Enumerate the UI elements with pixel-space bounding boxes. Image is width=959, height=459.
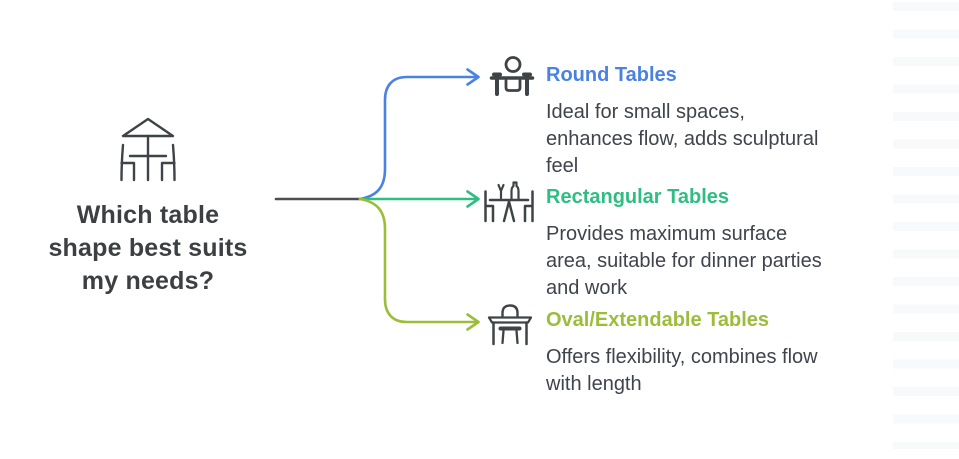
description-line: Provides maximum surface xyxy=(546,223,788,245)
root-question-title: Which table shape best suits my needs? xyxy=(30,199,266,298)
branch-line-round xyxy=(358,75,479,201)
description-line: area, suitable for dinner parties xyxy=(546,250,822,272)
branch-line-oval xyxy=(358,197,479,324)
branch-description-oval-extendable-tables: Offers flexibility, combines flow with l… xyxy=(546,344,818,398)
arrowhead-round xyxy=(466,68,480,86)
description-line: enhances flow, adds sculptural xyxy=(546,128,819,150)
root-title-line: my needs? xyxy=(81,267,215,295)
branch-label-round-tables: Round Tables xyxy=(546,64,677,86)
branch-label-rectangular-tables: Rectangular Tables xyxy=(546,186,730,208)
desk-with-chair-icon xyxy=(487,302,533,351)
branch-label-oval-extendable-tables: Oval/Extendable Tables xyxy=(546,309,770,331)
branch-description-rectangular-tables: Provides maximum surface area, suitable … xyxy=(546,221,822,302)
root-title-line: Which table xyxy=(76,201,220,229)
arrowhead-rectangular xyxy=(466,190,480,208)
person-at-round-table-icon xyxy=(489,56,535,103)
description-line: with length xyxy=(546,373,642,395)
description-line: Ideal for small spaces, xyxy=(546,101,745,123)
description-line: feel xyxy=(546,155,579,177)
dining-table-wine-icon xyxy=(484,181,534,230)
description-line: and work xyxy=(546,277,628,299)
branch-description-round-tables: Ideal for small spaces, enhances flow, a… xyxy=(546,99,818,180)
background-ghost-rows xyxy=(893,2,959,449)
root-title-line: shape best suits xyxy=(48,234,248,262)
root-question-node: Which table shape best suits my needs? xyxy=(30,112,266,298)
arrowhead-oval xyxy=(466,313,480,331)
patio-table-umbrella-icon xyxy=(30,112,266,182)
description-line: Offers flexibility, combines flow xyxy=(546,346,818,368)
